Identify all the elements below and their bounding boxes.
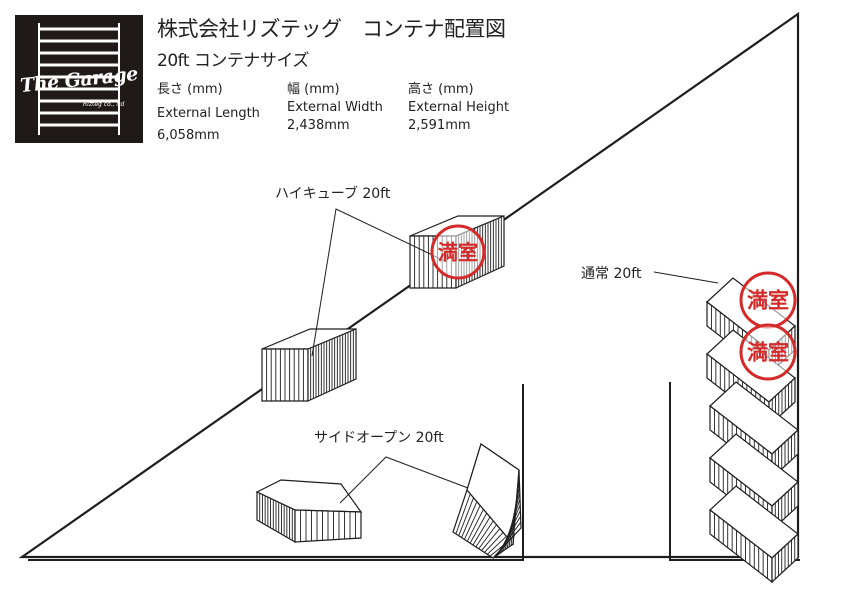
spec-width-label: 幅 (mm) — [287, 82, 340, 97]
leader-side-open — [339, 456, 469, 504]
page-title: 株式会社リズテッグ コンテナ配置図 — [157, 17, 506, 41]
side-open-container-2-front-rib — [475, 520, 494, 548]
stamp-standard-2-ring — [739, 323, 797, 381]
stamp-high-cube-text: 満室 — [438, 240, 479, 264]
stamp-standard-1: 満室 — [739, 271, 797, 329]
side-open-container-2-front-rib — [481, 528, 501, 551]
spec-height-label: 高さ (mm) — [408, 82, 474, 97]
spec-length-label: 長さ (mm) — [157, 82, 223, 97]
spec-height-name: External Height — [408, 100, 510, 115]
stamp-standard-2: 満室 — [739, 323, 797, 381]
stamp-high-cube: 満室 — [430, 224, 486, 280]
spec-width-value: 2,438mm — [287, 118, 350, 133]
side-open-container-2-front-rib — [486, 535, 507, 555]
side-open-container-2-side — [492, 469, 522, 559]
spec-length: 長さ (mm) External Length 6,058mm — [157, 82, 260, 144]
inner-lot-left — [28, 384, 524, 561]
side-open-container-2-side-rib — [494, 521, 522, 557]
leader-lines — [311, 208, 719, 504]
label-high-cube: ハイキューブ 20ft — [275, 183, 391, 203]
page-subtitle: 20ft コンテナサイズ — [157, 51, 309, 71]
leader-high-cube — [311, 208, 448, 357]
spec-length-value: 6,058mm — [157, 128, 220, 143]
spec-height-value: 2,591mm — [408, 118, 471, 133]
logo-subtext: Rizteg co., ltd — [83, 101, 125, 108]
side-open-container-2-front-rib — [484, 532, 504, 553]
spec-width: 幅 (mm) External Width 2,438mm — [287, 82, 383, 134]
side-open-container-2-front-rib — [472, 516, 491, 546]
leader-standard — [653, 271, 719, 284]
label-standard: 通常 20ft — [581, 263, 642, 283]
stamp-standard-2-text: 満室 — [747, 340, 789, 365]
spec-length-name: External Length — [157, 106, 260, 121]
stamp-high-cube-ring — [430, 224, 486, 280]
side-open-container-2-front-rib — [455, 493, 471, 535]
spec-height: 高さ (mm) External Height 2,591mm — [408, 82, 509, 134]
side-open-container-2-front-rib — [458, 497, 474, 536]
spec-width-name: External Width — [287, 100, 383, 115]
side-open-container-2-front-rib — [466, 509, 484, 542]
containers — [255, 215, 799, 584]
side-open-container-2-front-rib — [469, 512, 488, 544]
stamp-standard-1-text: 満室 — [747, 288, 789, 313]
side-open-container-2-front-rib — [464, 505, 481, 540]
side-open-container-2-front-rib — [461, 501, 478, 538]
company-logo: The Garage Rizteg co., ltd — [15, 15, 143, 143]
side-open-container-2-front-rib — [478, 524, 497, 549]
label-side-open: サイドオープン 20ft — [314, 427, 444, 447]
